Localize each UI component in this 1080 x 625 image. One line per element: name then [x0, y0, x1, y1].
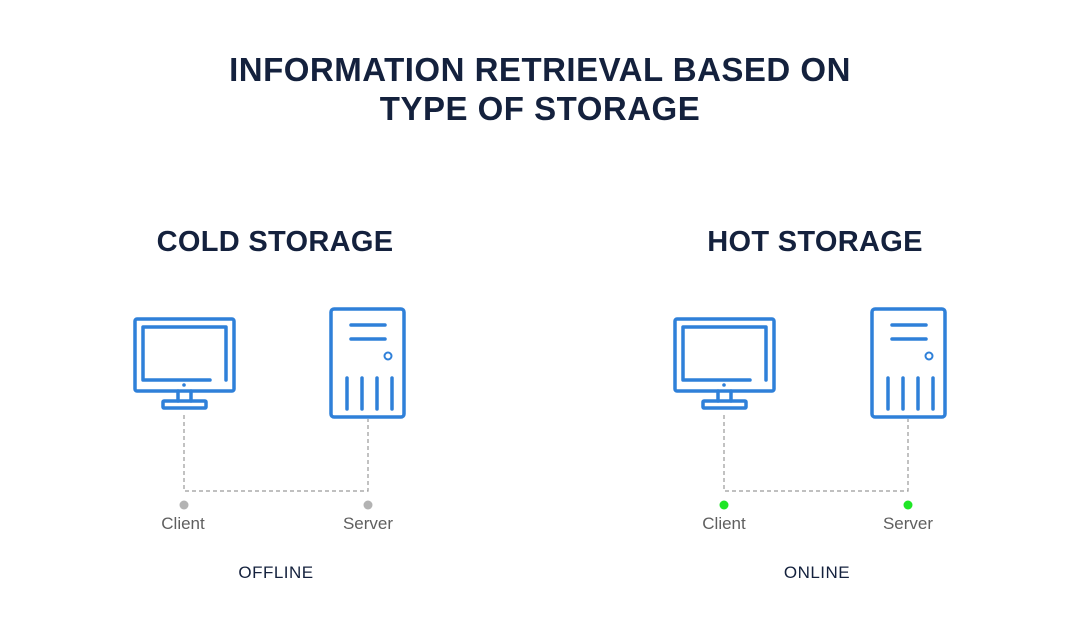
page-title-line-1: INFORMATION RETRIEVAL BASED ON: [229, 51, 851, 88]
cold-storage-diagram: [133, 307, 406, 510]
hot-server-status-dot: [903, 500, 913, 510]
cold-client-status-dot: [179, 500, 189, 510]
hot-storage-diagram: [673, 307, 947, 510]
hot-status-text: ONLINE: [783, 563, 851, 582]
monitor-icon: [673, 317, 776, 410]
cold-server-label: Server: [342, 514, 394, 533]
page-title: INFORMATION RETRIEVAL BASED ON TYPE OF S…: [0, 50, 1080, 128]
hot-connector-line: [723, 415, 909, 492]
hot-client-status-dot: [719, 500, 729, 510]
cold-connector-line: [183, 415, 369, 492]
hot-server-label: Server: [882, 514, 934, 533]
page-title-line-2: TYPE OF STORAGE: [379, 90, 701, 127]
server-tower-icon: [870, 307, 947, 419]
cold-client-label: Client: [161, 514, 205, 533]
cold-server-status-dot: [363, 500, 373, 510]
server-tower-icon: [329, 307, 406, 419]
cold-storage-heading: COLD STORAGE: [156, 226, 394, 258]
hot-storage-heading: HOT STORAGE: [707, 226, 923, 258]
monitor-power-dot: [722, 383, 726, 387]
monitor-icon: [133, 317, 236, 410]
cold-status-text: OFFLINE: [238, 563, 314, 582]
monitor-power-dot: [182, 383, 186, 387]
hot-client-label: Client: [702, 514, 746, 533]
